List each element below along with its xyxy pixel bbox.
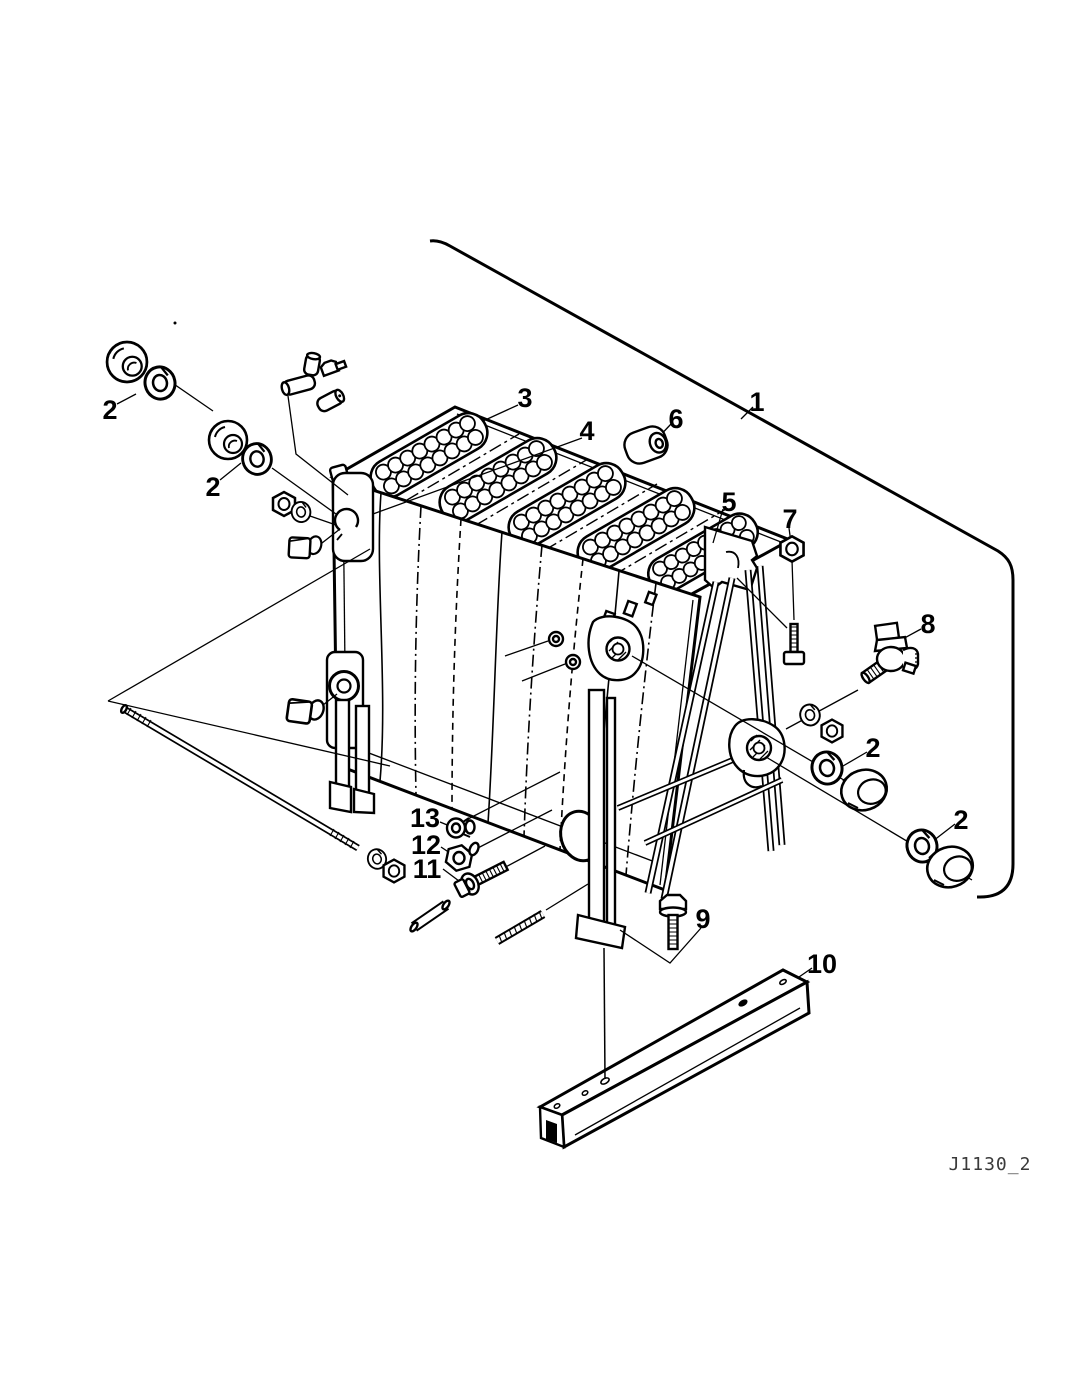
callout-label-3: 3 — [517, 383, 532, 413]
plug-2b — [207, 419, 249, 461]
union-nut-part12 — [444, 841, 480, 873]
callout-label-2a: 2 — [102, 395, 117, 425]
callout-label-8: 8 — [920, 609, 935, 639]
callout-labels: 2 2 3 4 6 1 5 7 8 2 2 13 12 11 9 10 — [102, 383, 968, 979]
tie-rod — [119, 703, 406, 884]
side-bracket-part5 — [703, 525, 759, 592]
callout-label-9: 9 — [695, 904, 710, 934]
bolt-part11 — [453, 860, 510, 898]
section-joint-lines — [406, 433, 727, 576]
rail-holes — [553, 978, 787, 1110]
enclosure-outline — [173, 239, 1015, 899]
center-foot — [574, 913, 627, 950]
plug-2a — [105, 340, 149, 384]
center-header-hub — [547, 615, 645, 682]
spacer-tube — [409, 899, 451, 933]
left-foot — [328, 780, 353, 814]
callout-label-12: 12 — [411, 830, 441, 860]
callout-label-2b: 2 — [205, 472, 220, 502]
center-support-leg — [574, 688, 627, 950]
square-plug-upper — [285, 532, 327, 562]
callout-label-1: 1 — [749, 387, 764, 417]
left-support-leg — [325, 650, 376, 815]
callout-label-2d: 2 — [953, 805, 968, 835]
washer-2c — [806, 747, 848, 789]
washer-right-small — [796, 701, 824, 729]
square-plug-lower — [285, 696, 328, 726]
sensor-fittings — [280, 351, 348, 413]
plug-part13 — [445, 817, 476, 839]
callout-label-4: 4 — [579, 416, 594, 446]
heat-exchanger-block — [325, 405, 794, 950]
threaded-stud — [494, 910, 546, 945]
callout-label-10: 10 — [807, 949, 837, 979]
left-end-plate — [328, 463, 375, 563]
callout-label-6: 6 — [668, 404, 683, 434]
callout-label-13: 13 — [410, 803, 440, 833]
drain-cock-part8 — [860, 621, 920, 685]
right-end-frame — [616, 525, 786, 900]
nut-part7 — [779, 535, 805, 563]
nut-right — [820, 718, 844, 744]
casing-boundary — [429, 239, 1015, 899]
callout-label-11: 11 — [413, 854, 442, 884]
callout-label-5: 5 — [721, 487, 736, 517]
mounting-rail — [536, 968, 811, 1150]
cap-part6 — [623, 425, 669, 465]
callout-label-7: 7 — [782, 504, 797, 534]
fin-strips — [369, 411, 760, 594]
speck — [173, 321, 177, 325]
rail-channel-opening — [546, 1120, 557, 1143]
drawing-code: J1130_2 — [949, 1154, 1032, 1175]
front-section-lines — [378, 492, 657, 876]
plug-2c — [834, 762, 894, 818]
flange-bolt-part9 — [658, 893, 688, 951]
callout-label-2c: 2 — [865, 733, 880, 763]
small-parts — [105, 340, 980, 951]
washer-2a — [140, 362, 180, 404]
stud-bolt — [782, 622, 806, 666]
